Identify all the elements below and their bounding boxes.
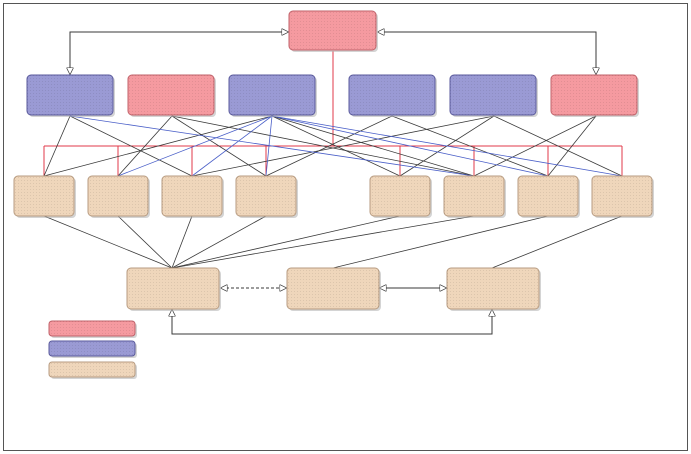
- node-level3-3: [161, 175, 224, 218]
- connector-top-left: [70, 32, 288, 74]
- connector-lines: [43, 32, 623, 335]
- node-level3-2: [87, 175, 150, 218]
- legend-item-red: [48, 320, 137, 338]
- node-level4-2: [286, 267, 381, 311]
- node-level2-2: [127, 74, 216, 117]
- legend: [48, 320, 137, 379]
- node-level2-4: [348, 74, 437, 117]
- node-level3-5: [369, 175, 432, 218]
- node-level3-7: [517, 175, 580, 218]
- connector-top-right: [378, 32, 596, 74]
- node-level4-3: [446, 267, 541, 311]
- node-level2-5: [449, 74, 538, 117]
- connector-bottom-loop: [172, 310, 492, 335]
- legend-item-tan: [48, 361, 137, 379]
- node-level3-8: [591, 175, 654, 218]
- mid-to-lower-links: [43, 115, 623, 177]
- node-level2-6: [550, 74, 639, 117]
- node-level3-1: [13, 175, 76, 218]
- legend-item-blue: [48, 340, 137, 358]
- node-top: [288, 10, 378, 52]
- node-level4-1: [126, 267, 221, 311]
- diagram-nodes: [13, 10, 654, 311]
- diagram-frame: [3, 3, 688, 451]
- node-level2-3: [228, 74, 317, 117]
- node-level3-4: [235, 175, 298, 218]
- red-bus: [43, 51, 623, 176]
- lower-to-bottom-links: [43, 215, 623, 269]
- node-level3-6: [443, 175, 506, 218]
- node-level2-1: [26, 74, 115, 117]
